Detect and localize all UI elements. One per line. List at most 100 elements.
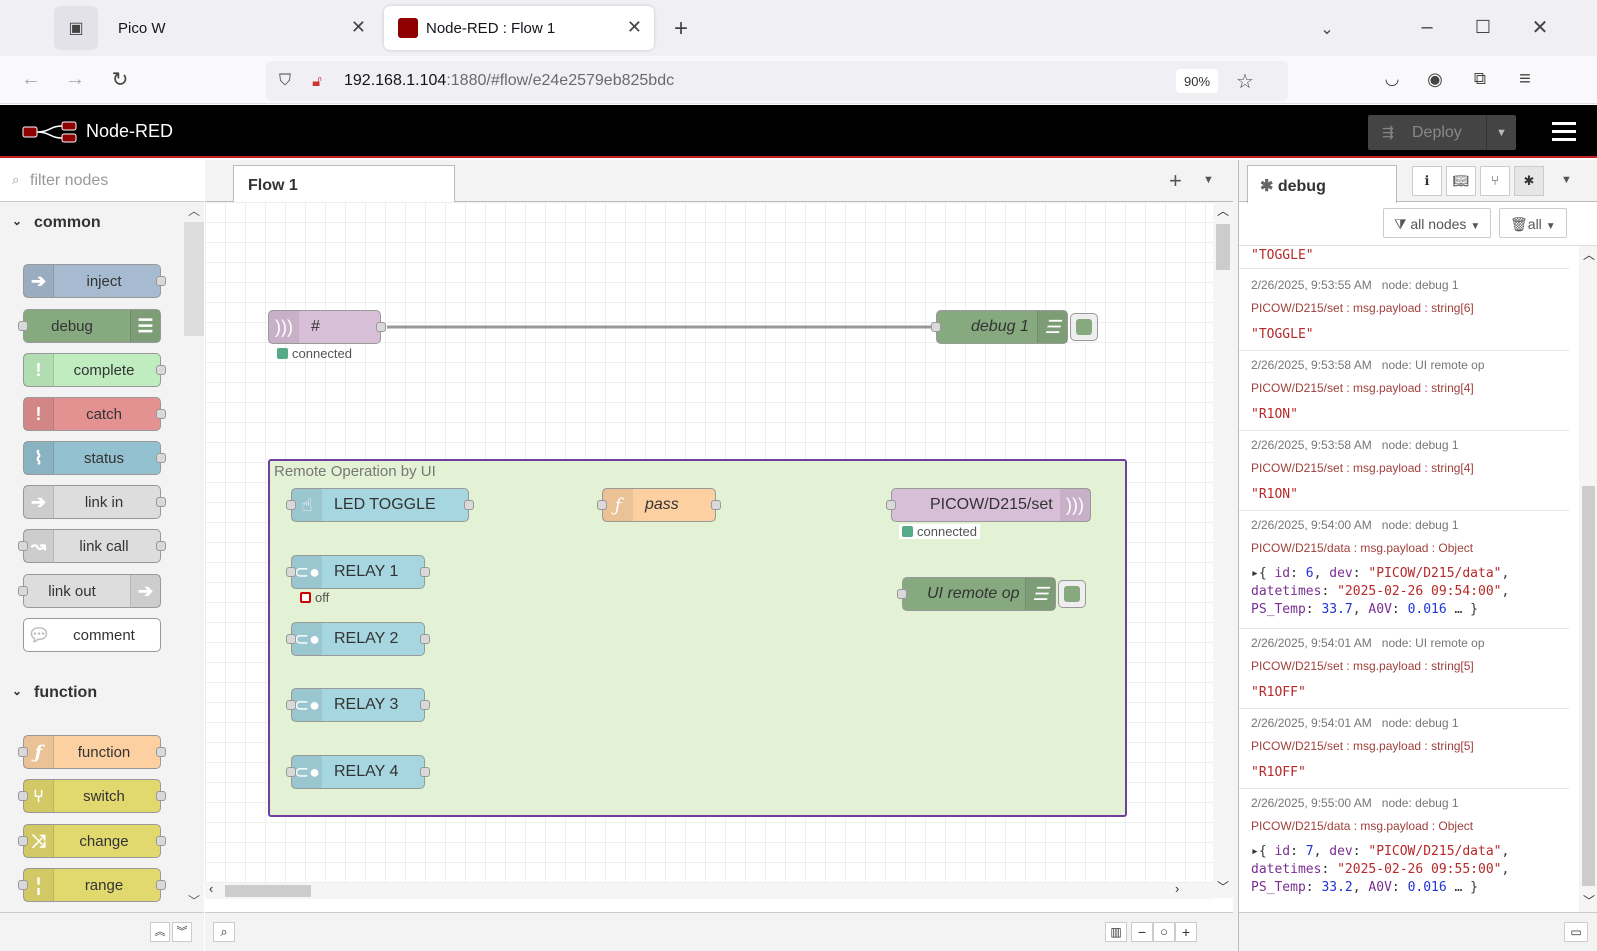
filter-nodes-button[interactable]: ⧩ all nodes ▼ <box>1383 208 1491 238</box>
palette-node-status[interactable]: ⌇ status <box>23 441 166 475</box>
output-port[interactable] <box>156 409 166 419</box>
input-port[interactable] <box>286 500 296 510</box>
palette-scrollbar[interactable]: ︿ ﹀ <box>184 202 204 912</box>
sidebar-dropdown-icon[interactable]: ▼ <box>1561 174 1572 186</box>
palette-node-function[interactable]: ƒ function <box>18 735 166 769</box>
sidebar-separator[interactable] <box>1233 160 1238 951</box>
url-bar[interactable]: ⛉ 🔓︎ 192.168.1.104:1880/#flow/e24e2579eb… <box>266 61 1288 101</box>
mqtt-out-node[interactable]: PICOW/D215/set ))) <box>886 488 1091 522</box>
output-port[interactable] <box>156 541 166 551</box>
output-port[interactable] <box>156 747 166 757</box>
collapse-all-icon[interactable]: ︽ <box>150 922 170 942</box>
palette-node-link-in[interactable]: ➔ link in <box>23 485 166 519</box>
led-toggle-node[interactable]: ☝︎ LED TOGGLE <box>286 488 474 522</box>
debug-scrollbar[interactable]: ︿ ﹀ <box>1579 246 1597 912</box>
scroll-right-icon[interactable]: › <box>1175 881 1180 896</box>
forward-icon[interactable]: → <box>65 67 85 90</box>
debug-message[interactable]: 2/26/2025, 9:53:58 AM node: UI remote op… <box>1251 358 1571 422</box>
debug-message[interactable]: 2/26/2025, 9:54:01 AM node: UI remote op… <box>1251 636 1571 700</box>
scroll-up-icon[interactable]: ︿ <box>188 204 201 218</box>
output-port[interactable] <box>711 500 721 510</box>
zoom-level[interactable]: 90% <box>1176 69 1218 93</box>
input-port[interactable] <box>18 791 28 801</box>
expand-caret-icon[interactable]: ▸ <box>1251 844 1259 859</box>
input-port[interactable] <box>597 500 607 510</box>
output-port[interactable] <box>464 500 474 510</box>
output-port[interactable] <box>156 497 166 507</box>
palette-search[interactable]: ⌕ filter nodes <box>0 160 204 202</box>
zoom-in-icon[interactable]: + <box>1175 922 1197 942</box>
back-icon[interactable]: ← <box>21 67 41 90</box>
palette-node-link-out[interactable]: link out ➔ <box>18 574 161 608</box>
menu-icon[interactable]: ≡ <box>1519 67 1531 90</box>
output-port[interactable] <box>156 880 166 890</box>
palette-node-debug[interactable]: debug ☰ <box>18 309 161 343</box>
tab-debug[interactable]: ✱ debug <box>1247 165 1397 203</box>
input-port[interactable] <box>286 700 296 710</box>
account-icon[interactable]: ◉ <box>1427 68 1443 89</box>
search-icon[interactable]: ⌕ <box>213 922 235 942</box>
debug-message[interactable]: 2/26/2025, 9:54:01 AM node: debug 1 PICO… <box>1251 716 1571 780</box>
extensions-icon[interactable]: ⧉ <box>1473 69 1487 88</box>
bookmark-star-icon[interactable]: ☆ <box>1236 70 1254 93</box>
window-close-icon[interactable]: ✕ <box>1531 16 1549 39</box>
palette-node-link-call[interactable]: ↝ link call <box>18 529 166 563</box>
expand-all-icon[interactable]: ︾ <box>172 922 192 942</box>
relay-3-node[interactable]: ⊂● RELAY 3 <box>286 688 430 722</box>
tab-flow-1[interactable]: Flow 1 <box>233 165 455 203</box>
chevron-down-icon[interactable]: ⌄ <box>1320 21 1334 38</box>
palette-node-complete[interactable]: ! complete <box>23 353 166 387</box>
debug-message[interactable]: "TOGGLE" <box>1251 246 1571 263</box>
relay-2-node[interactable]: ⊂● RELAY 2 <box>286 622 430 656</box>
palette-node-change[interactable]: ⤨ change <box>18 824 166 858</box>
output-port[interactable] <box>156 276 166 286</box>
message-object[interactable]: ▸{ id: 6, dev: "PICOW/D215/data", dateti… <box>1251 566 1510 617</box>
debug-message[interactable]: 2/26/2025, 9:54:00 AM node: debug 1 PICO… <box>1251 518 1571 619</box>
deploy-button[interactable]: ⇶ Deploy ▼ <box>1368 115 1516 150</box>
shield-icon[interactable]: ⛉ <box>278 72 291 89</box>
input-port[interactable] <box>18 836 28 846</box>
pass-function-node[interactable]: ƒ pass <box>597 488 721 522</box>
expand-caret-icon[interactable]: ▸ <box>1251 566 1259 581</box>
canvas-horizontal-scrollbar[interactable]: ‹ › <box>205 881 1213 899</box>
input-port[interactable] <box>18 880 28 890</box>
browser-tab-node-red[interactable]: Node-RED : Flow 1 ✕ <box>384 6 654 50</box>
open-window-icon[interactable]: ▭ <box>1564 922 1588 942</box>
scroll-down-icon[interactable]: ﹀ <box>188 894 201 908</box>
message-object[interactable]: ▸{ id: 7, dev: "PICOW/D215/data", dateti… <box>1251 844 1510 895</box>
debug-message[interactable]: 2/26/2025, 9:55:00 AM node: debug 1 PICO… <box>1251 796 1571 897</box>
palette-node-catch[interactable]: ! catch <box>23 397 166 431</box>
input-port[interactable] <box>18 747 28 757</box>
debug-bug-icon[interactable]: ✱ <box>1514 166 1544 196</box>
input-port[interactable] <box>18 321 28 331</box>
url-text[interactable]: 192.168.1.104:1880/#flow/e24e2579eb825bd… <box>344 72 675 89</box>
scroll-down-icon[interactable]: ﹀ <box>1217 880 1230 894</box>
reload-icon[interactable]: ↻ <box>111 68 129 91</box>
info-icon[interactable]: ℹ <box>1412 166 1442 196</box>
ui-remote-op-toggle-button[interactable] <box>1058 580 1086 608</box>
tab-overview-icon[interactable]: ▣ <box>54 6 98 50</box>
close-icon[interactable]: ✕ <box>626 17 642 37</box>
debug-1-node[interactable]: debug 1 ☰ <box>931 310 1068 344</box>
flow-list-dropdown-icon[interactable]: ▼ <box>1203 174 1214 186</box>
output-port[interactable] <box>156 453 166 463</box>
debug-message[interactable]: 2/26/2025, 9:53:55 AM node: debug 1 PICO… <box>1251 278 1571 342</box>
main-menu-icon[interactable] <box>1552 119 1576 143</box>
input-port[interactable] <box>286 567 296 577</box>
output-port[interactable] <box>156 365 166 375</box>
input-port[interactable] <box>18 541 28 551</box>
palette-category-common[interactable]: ⌄ common <box>0 203 183 243</box>
ui-remote-op-node[interactable]: UI remote op ☰ <box>897 577 1056 611</box>
add-flow-icon[interactable]: + <box>1169 168 1182 193</box>
zoom-reset-icon[interactable]: ○ <box>1153 922 1175 942</box>
input-port[interactable] <box>18 586 28 596</box>
pocket-icon[interactable]: ◡ <box>1384 69 1400 88</box>
debug-1-toggle-button[interactable] <box>1070 313 1098 341</box>
insecure-lock-icon[interactable]: 🔓︎ <box>312 72 322 90</box>
browser-tab-pico-w[interactable]: Pico W ✕ <box>104 6 378 50</box>
palette-node-range[interactable]: ¦ range <box>18 868 166 902</box>
palette-node-comment[interactable]: 💬︎ comment <box>23 618 161 652</box>
new-tab-icon[interactable]: + <box>673 15 688 42</box>
clear-messages-button[interactable]: 🗑︎all ▼ <box>1499 208 1567 238</box>
input-port[interactable] <box>886 500 896 510</box>
